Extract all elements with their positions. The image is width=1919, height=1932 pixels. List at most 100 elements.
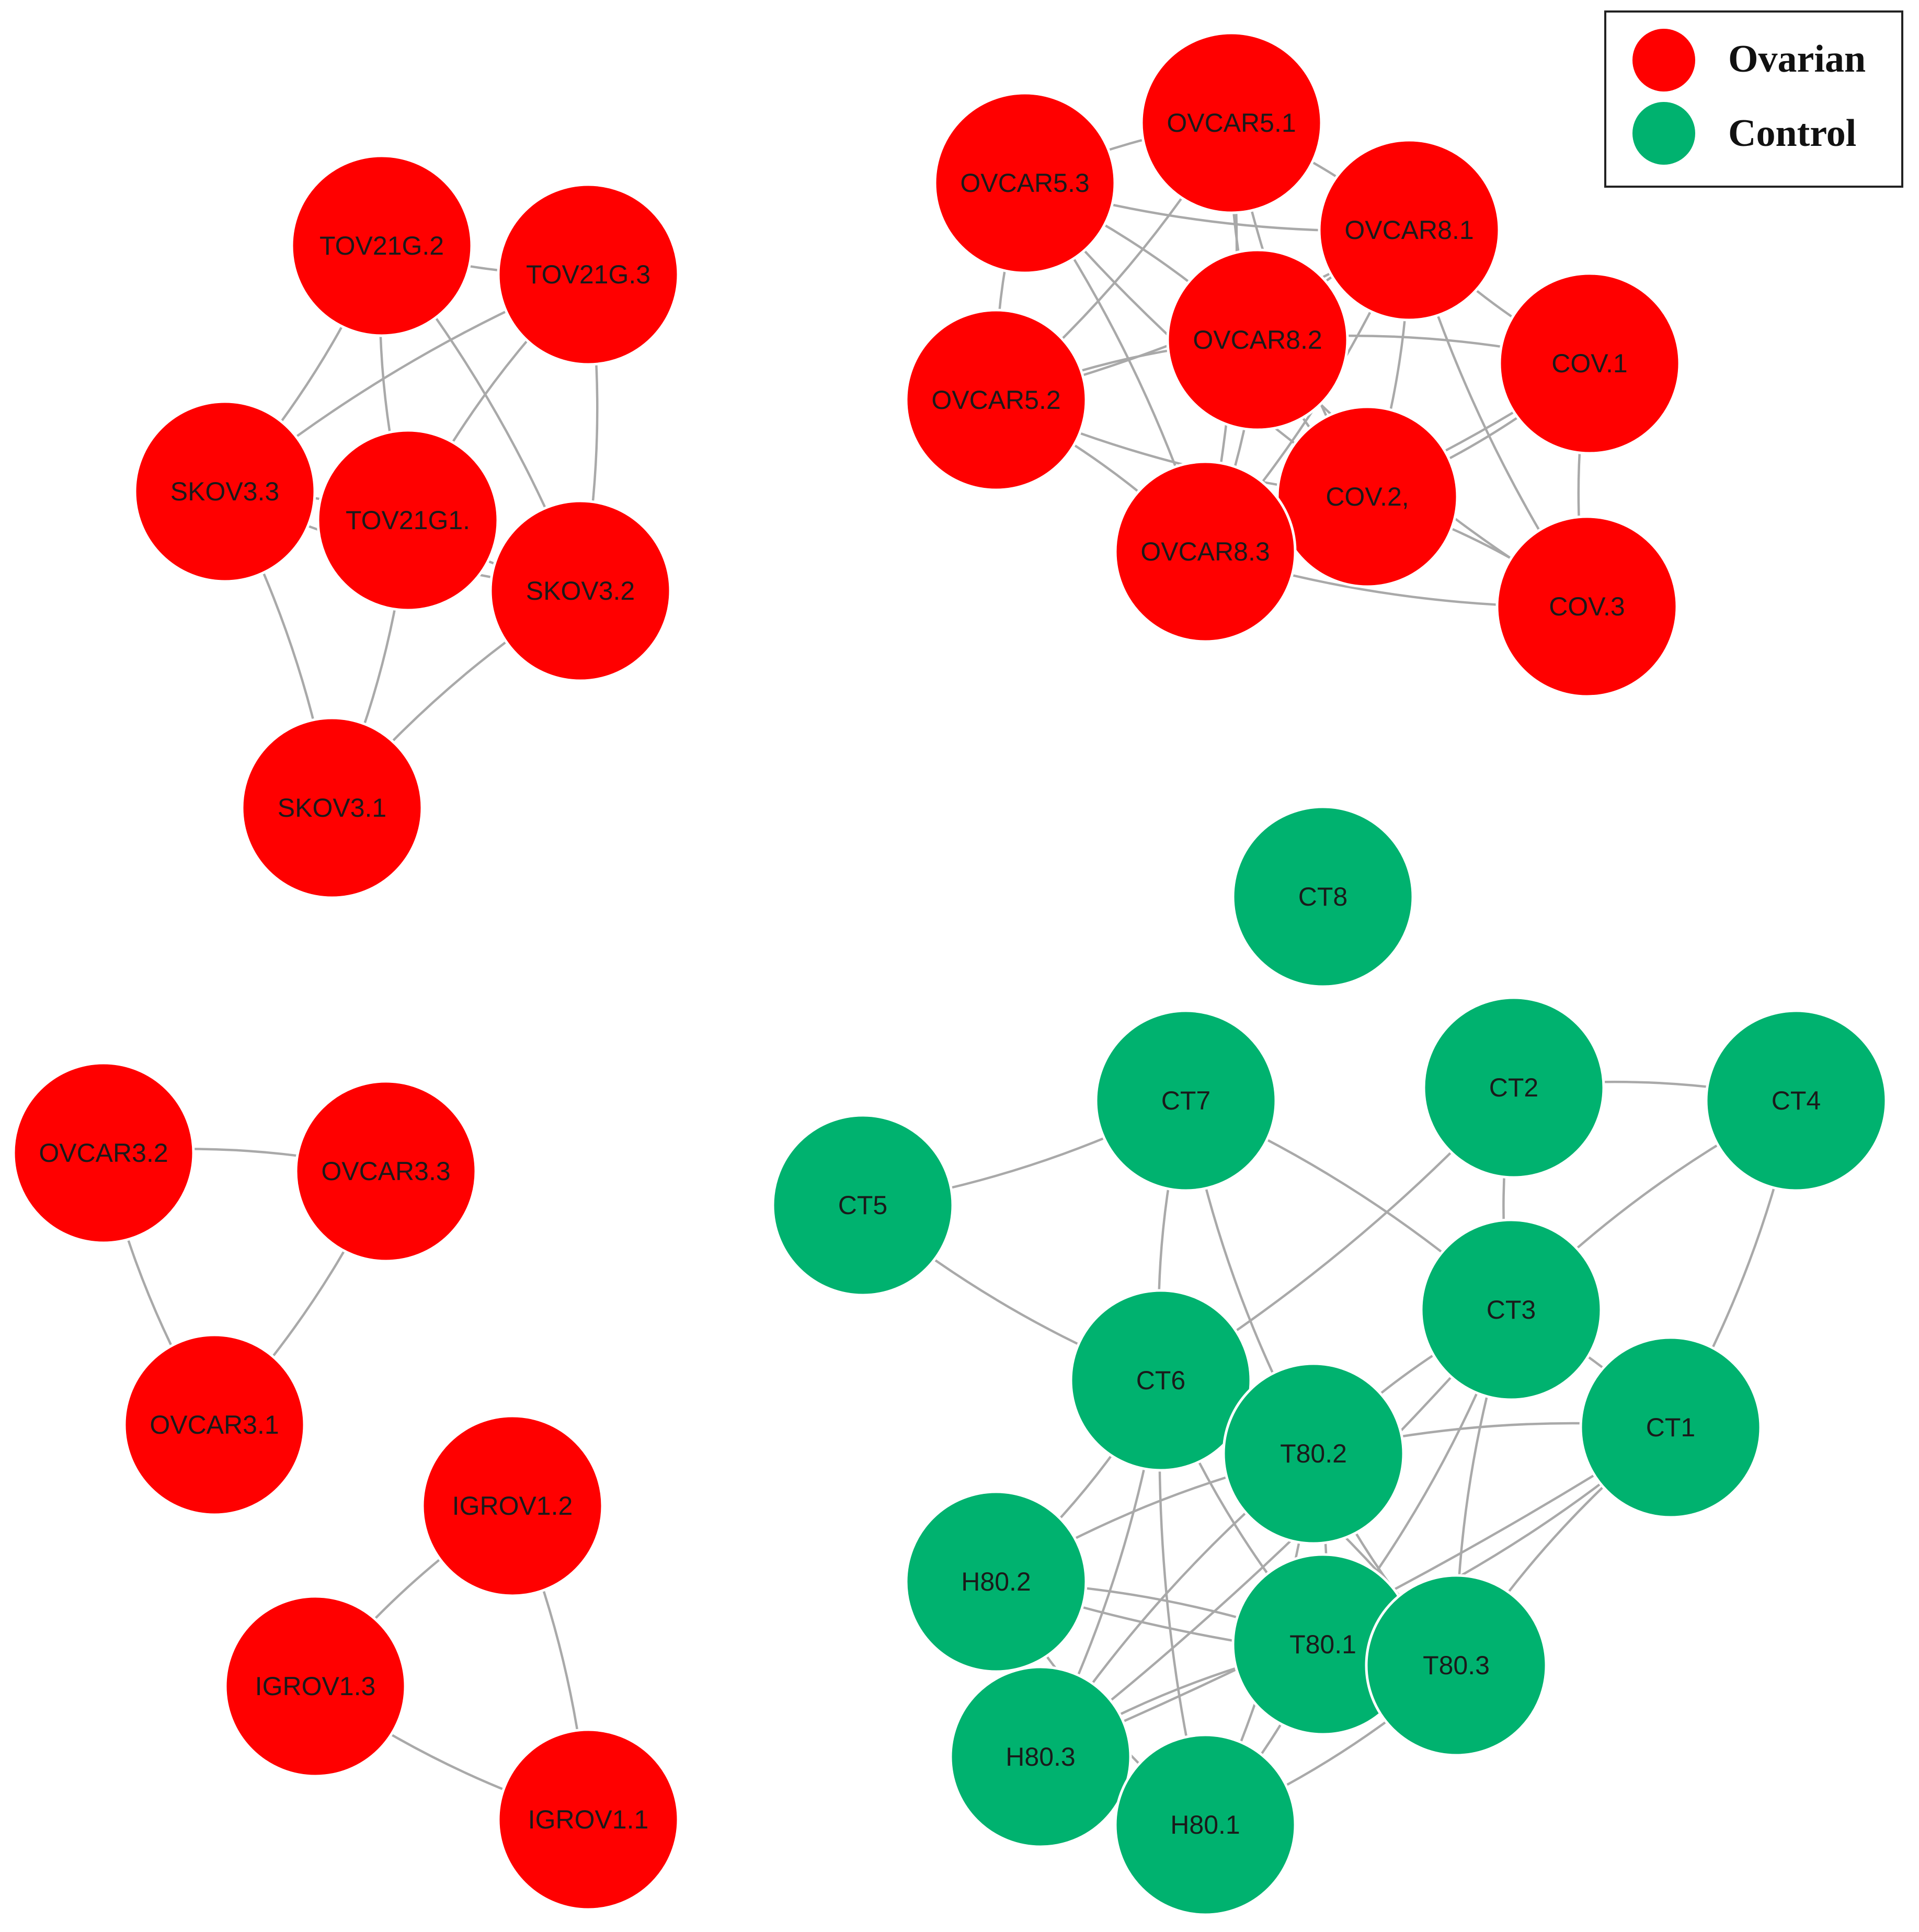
node-skov3-2[interactable]: SKOV3.2 <box>489 499 672 682</box>
node-label-ct4: CT4 <box>1772 1086 1821 1115</box>
node-circle-igrov1-3[interactable] <box>224 1595 407 1778</box>
node-circle-igrov1-1[interactable] <box>497 1728 680 1911</box>
node-circle-cov-1[interactable] <box>1498 272 1681 455</box>
node-circle-igrov1-2[interactable] <box>421 1414 604 1597</box>
node-circle-ct6[interactable] <box>1069 1289 1252 1472</box>
node-circle-ovcar3-1[interactable] <box>123 1333 306 1516</box>
node-circle-ct3[interactable] <box>1420 1218 1603 1401</box>
node-ovcar5-3[interactable]: OVCAR5.3 <box>933 92 1116 275</box>
node-cov-1[interactable]: COV.1 <box>1498 272 1681 455</box>
node-circle-tov21g1[interactable] <box>316 429 499 612</box>
node-circle-ovcar8-1[interactable] <box>1318 139 1501 322</box>
node-ct6[interactable]: CT6 <box>1069 1289 1252 1472</box>
node-tov21g-3[interactable]: TOV21G.3 <box>497 183 680 366</box>
node-circle-h80-1[interactable] <box>1114 1733 1297 1916</box>
node-circle-ovcar8-3[interactable] <box>1114 460 1297 643</box>
node-igrov1-2[interactable]: IGROV1.2 <box>421 1414 604 1597</box>
node-ct7[interactable]: CT7 <box>1094 1009 1277 1192</box>
node-circle-t80-3[interactable] <box>1365 1574 1548 1757</box>
edge-ct3-h80-3 <box>1040 1309 1512 1758</box>
node-label-t80-1: T80.1 <box>1289 1630 1356 1659</box>
node-circle-ovcar3-2[interactable] <box>12 1061 195 1244</box>
node-circle-ovcar8-2[interactable] <box>1166 248 1349 431</box>
node-label-t80-2: T80.2 <box>1280 1439 1347 1468</box>
node-label-igrov1-1: IGROV1.1 <box>528 1805 649 1834</box>
node-label-ct8: CT8 <box>1298 882 1347 911</box>
node-circle-ovcar5-3[interactable] <box>933 92 1116 275</box>
node-circle-ct4[interactable] <box>1705 1009 1888 1192</box>
node-circle-h80-2[interactable] <box>905 1490 1088 1673</box>
node-skov3-3[interactable]: SKOV3.3 <box>133 400 316 583</box>
node-label-tov21g-2: TOV21G.2 <box>319 231 444 260</box>
node-ovcar3-1[interactable]: OVCAR3.1 <box>123 1333 306 1516</box>
node-circle-skov3-1[interactable] <box>241 716 424 899</box>
node-circle-ovcar3-3[interactable] <box>294 1080 477 1263</box>
node-label-ovcar8-3: OVCAR8.3 <box>1140 537 1270 566</box>
node-circle-t80-2[interactable] <box>1222 1362 1405 1545</box>
node-h80-2[interactable]: H80.2 <box>905 1490 1088 1673</box>
node-label-ct2: CT2 <box>1489 1073 1538 1102</box>
node-ovcar5-1[interactable]: OVCAR5.1 <box>1140 31 1323 214</box>
node-ct3[interactable]: CT3 <box>1420 1218 1603 1401</box>
node-ovcar8-2[interactable]: OVCAR8.2 <box>1166 248 1349 431</box>
node-label-igrov1-3: IGROV1.3 <box>255 1672 376 1701</box>
node-label-tov21g1: TOV21G1. <box>346 506 470 535</box>
node-label-ovcar3-1: OVCAR3.1 <box>150 1410 279 1439</box>
node-label-ovcar5-1: OVCAR5.1 <box>1167 108 1296 138</box>
node-label-ovcar5-2: OVCAR5.2 <box>931 385 1060 415</box>
node-label-ovcar8-2: OVCAR8.2 <box>1193 325 1322 355</box>
node-circle-cov-3[interactable] <box>1495 515 1678 698</box>
node-label-t80-3: T80.3 <box>1423 1651 1490 1680</box>
node-circle-skov3-3[interactable] <box>133 400 316 583</box>
node-ovcar5-2[interactable]: OVCAR5.2 <box>905 308 1088 491</box>
node-ct2[interactable]: CT2 <box>1422 996 1605 1179</box>
node-tov21g-2[interactable]: TOV21G.2 <box>290 154 473 337</box>
node-label-cov-1: COV.1 <box>1551 349 1627 378</box>
node-circle-ovcar5-1[interactable] <box>1140 31 1323 214</box>
node-ct4[interactable]: CT4 <box>1705 1009 1888 1192</box>
node-circle-ct2[interactable] <box>1422 996 1605 1179</box>
node-circle-ct8[interactable] <box>1231 805 1414 988</box>
node-label-igrov1-2: IGROV1.2 <box>452 1491 573 1521</box>
node-label-ovcar8-1: OVCAR8.1 <box>1344 215 1473 245</box>
node-circle-ct5[interactable] <box>771 1114 954 1297</box>
node-label-ct3: CT3 <box>1487 1295 1536 1324</box>
node-circle-skov3-2[interactable] <box>489 499 672 682</box>
node-label-skov3-2: SKOV3.2 <box>526 576 635 605</box>
node-cov-2[interactable]: COV.2, <box>1276 405 1459 588</box>
node-igrov1-1[interactable]: IGROV1.1 <box>497 1728 680 1911</box>
node-h80-3[interactable]: H80.3 <box>949 1665 1132 1848</box>
node-ct8[interactable]: CT8 <box>1231 805 1414 988</box>
node-skov3-1[interactable]: SKOV3.1 <box>241 716 424 899</box>
node-circle-ovcar5-2[interactable] <box>905 308 1088 491</box>
node-circle-tov21g-3[interactable] <box>497 183 680 366</box>
node-label-cov-3: COV.3 <box>1549 592 1625 621</box>
node-circle-h80-3[interactable] <box>949 1665 1132 1848</box>
node-cov-3[interactable]: COV.3 <box>1495 515 1678 698</box>
node-circle-ct7[interactable] <box>1094 1009 1277 1192</box>
node-h80-1[interactable]: H80.1 <box>1114 1733 1297 1916</box>
node-t80-1[interactable]: T80.1 <box>1231 1553 1414 1736</box>
node-label-skov3-1: SKOV3.1 <box>278 793 386 822</box>
node-ct1[interactable]: CT1 <box>1579 1336 1762 1519</box>
node-igrov1-3[interactable]: IGROV1.3 <box>224 1595 407 1778</box>
node-ovcar3-3[interactable]: OVCAR3.3 <box>294 1080 477 1263</box>
legend-swatch-ovarian <box>1632 29 1695 92</box>
node-circle-tov21g-2[interactable] <box>290 154 473 337</box>
node-label-ct7: CT7 <box>1161 1086 1210 1115</box>
node-t80-3[interactable]: T80.3 <box>1365 1574 1548 1757</box>
node-t80-2[interactable]: T80.2 <box>1222 1362 1405 1545</box>
node-circle-ct1[interactable] <box>1579 1336 1762 1519</box>
node-ovcar8-3[interactable]: OVCAR8.3 <box>1114 460 1297 643</box>
node-label-ct1: CT1 <box>1646 1413 1695 1442</box>
node-ovcar8-1[interactable]: OVCAR8.1 <box>1318 139 1501 322</box>
legend-swatch-control <box>1632 102 1695 165</box>
node-label-skov3-3: SKOV3.3 <box>170 477 279 506</box>
node-ovcar3-2[interactable]: OVCAR3.2 <box>12 1061 195 1244</box>
node-tov21g1[interactable]: TOV21G1. <box>316 429 499 612</box>
node-label-h80-2: H80.2 <box>961 1567 1031 1596</box>
node-ct5[interactable]: CT5 <box>771 1114 954 1297</box>
node-label-ovcar3-3: OVCAR3.3 <box>321 1157 450 1186</box>
